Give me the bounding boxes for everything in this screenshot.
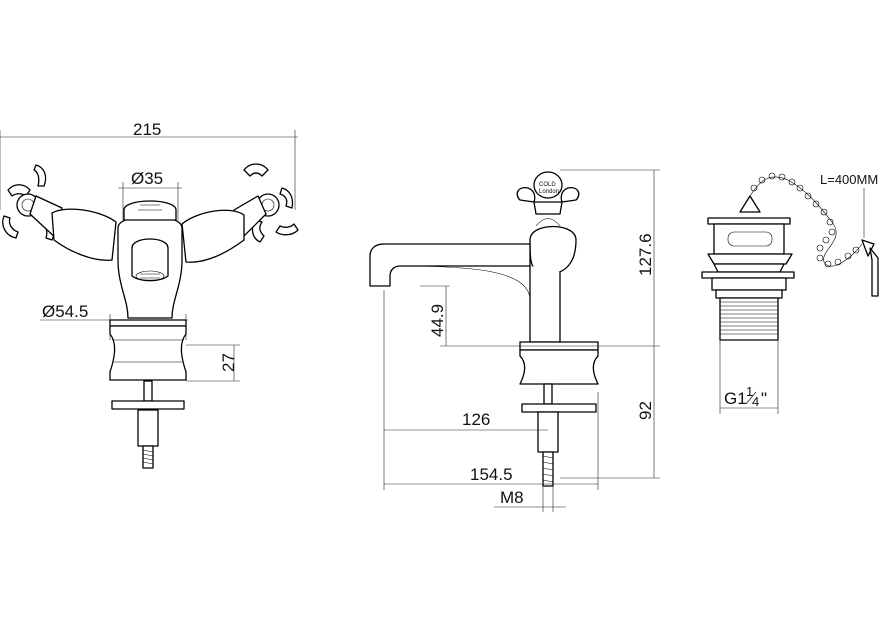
left-arm	[51, 208, 117, 261]
chain-stay	[869, 247, 879, 297]
waste-thread-num: 1	[746, 384, 753, 399]
body-column	[529, 266, 561, 343]
handle-hub	[533, 201, 563, 215]
waste-thread-main: G1	[724, 389, 747, 408]
dim-label-spout-reach: 126	[462, 410, 490, 429]
aerator-mesh	[140, 273, 160, 279]
waste-thread-unit: "	[761, 389, 767, 408]
dim-label-body-height: 92	[636, 401, 655, 420]
thread-marks	[720, 301, 778, 335]
waste-thread-den: 4	[752, 394, 759, 409]
fraction-bar	[745, 391, 757, 405]
handle-index-subtext: London	[539, 189, 559, 195]
lock-nut	[711, 277, 787, 291]
dim-label-overall-depth: 154.5	[470, 465, 513, 484]
spout-underside	[399, 265, 531, 301]
stud-top	[543, 383, 553, 405]
chain-anchor	[739, 195, 761, 213]
dim-label-spout-height: 44.9	[428, 304, 447, 337]
handle-right-arm	[560, 187, 580, 203]
front-view: 215 Ø35	[0, 120, 299, 469]
cap-detail	[138, 204, 162, 211]
dim-label-chain-length: L=400MM	[820, 172, 878, 187]
plug-ring	[707, 253, 793, 265]
dim-label-base-height: 27	[219, 353, 238, 372]
aerator	[135, 270, 165, 282]
plug-flange	[707, 217, 791, 225]
base-body	[109, 325, 187, 381]
right-arm	[181, 209, 245, 263]
thread-marks	[542, 455, 554, 483]
fixing-nut	[537, 411, 559, 453]
washer	[713, 263, 785, 273]
fixing-nut	[137, 409, 159, 447]
handle-index-text: COLD	[539, 182, 556, 188]
top-cap	[123, 200, 177, 221]
handle-left-arm	[516, 187, 536, 203]
stud-top	[143, 380, 153, 402]
threaded-stud	[142, 445, 154, 469]
sink-seat	[701, 271, 795, 279]
lock-nut-2	[715, 289, 783, 299]
chain-path	[749, 176, 863, 267]
dim-label-base-diameter: Ø54.5	[42, 302, 88, 321]
thread-marks	[142, 449, 154, 465]
dim-label-overall-width: 215	[133, 120, 161, 139]
waste-view: L=400MM G1 1 4 "	[701, 172, 879, 414]
back-nut-plate	[111, 400, 185, 410]
dim-label-waste-thread: G1 1 4 "	[724, 384, 767, 409]
plug-body	[713, 223, 785, 255]
side-view: COLD London 44.9 127.6 92 126	[369, 169, 660, 512]
base-collar	[109, 319, 187, 327]
dim-label-total-height: 127.6	[636, 233, 655, 276]
base-lines	[112, 339, 184, 363]
plug-chain	[739, 172, 879, 297]
dim-label-thread: M8	[500, 488, 524, 507]
back-nut-plate	[521, 403, 597, 413]
valve-body	[529, 225, 577, 275]
spout	[369, 243, 531, 287]
valve-collar	[535, 218, 561, 227]
base-body	[519, 349, 599, 385]
overflow-slot	[727, 231, 773, 247]
waste-thread	[719, 297, 779, 341]
handle-index	[533, 171, 563, 199]
dim-label-spout-diameter: Ø35	[131, 169, 163, 188]
